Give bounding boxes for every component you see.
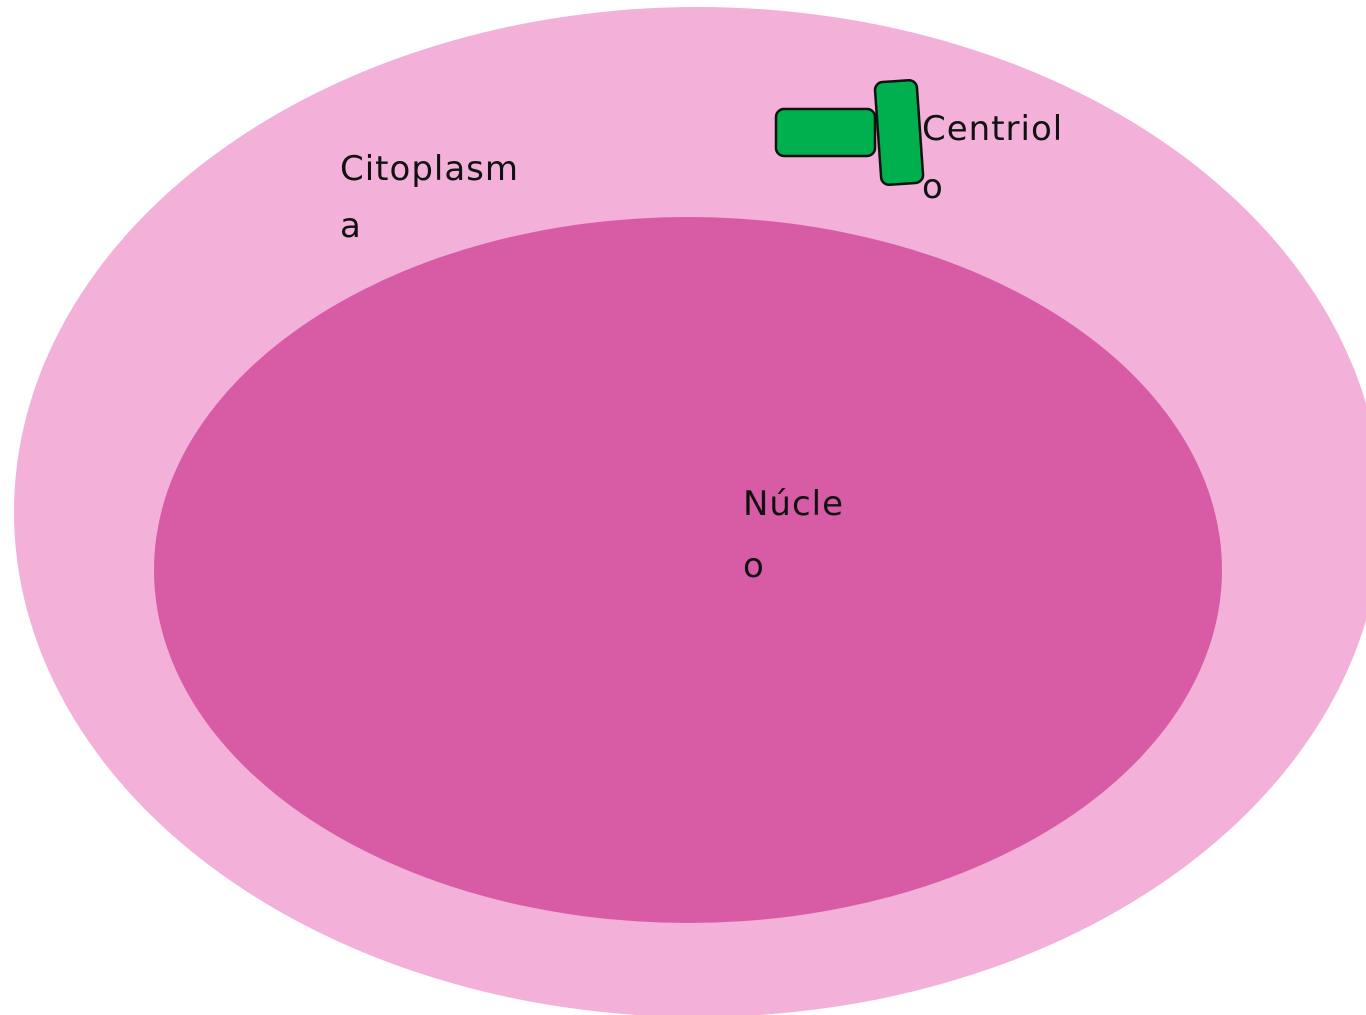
centriole-vertical-bar bbox=[873, 78, 925, 187]
centriole-label-line1: Centriol bbox=[922, 109, 1063, 149]
nucleus-region bbox=[154, 217, 1222, 923]
nucleus-label-line2: o bbox=[743, 546, 765, 586]
centriole-label-line2: o bbox=[922, 167, 944, 207]
cytoplasm-label-line1: Citoplasm bbox=[340, 149, 519, 189]
cytoplasm-label-line2: a bbox=[340, 206, 362, 246]
nucleus-label-line1: Núcle bbox=[743, 484, 844, 524]
centriole-horizontal-bar bbox=[774, 107, 877, 158]
centriole-shape bbox=[774, 78, 925, 187]
